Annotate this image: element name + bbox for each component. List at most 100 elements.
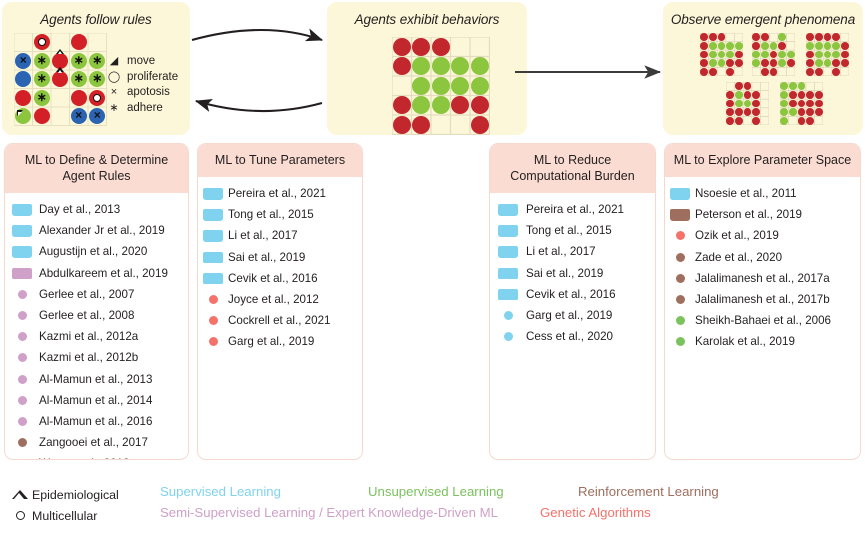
figure-legend: Epidemiological Multicellular Supervised… [0,484,865,534]
reference-item: Joyce et al., 2012 [198,289,362,310]
reference-item: Garg et al., 2019 [198,331,362,352]
rule-label: adhere [127,101,163,114]
adhere-icon: ∗ [92,71,103,86]
agent-cell [780,82,789,91]
ml-type-legend-item: Semi-Supervised Learning / Expert Knowle… [160,505,498,520]
epidemiological-marker-icon [12,246,32,258]
agent-cell [752,99,760,108]
agent-cell: × [89,108,106,125]
agent-cell [700,42,709,50]
agent-cell [734,42,743,50]
reference-item: Tong et al., 2015 [198,204,362,225]
agent-cell [700,59,709,67]
agent-cell: ∗ [33,71,50,88]
agent-cell [392,57,411,76]
agent-cell [392,37,411,56]
agent-cell: ∗ [33,52,50,69]
reference-item: Jalalimanesh et al., 2017b [665,289,860,310]
agent-cell: × [70,108,87,125]
agent-cell [797,82,806,91]
multicellular-marker-icon [17,395,27,405]
reference-label: Li et al., 2017 [526,245,596,259]
reference-item: Cess et al., 2020 [490,326,655,347]
epidemiological-marker-icon [203,209,223,221]
reference-label: Wang et al., 2018 [39,457,129,459]
agent-cell: ∗ [33,89,50,106]
agent-cell [815,33,823,42]
epidemiological-marker-icon [670,209,690,221]
agent-cell [735,108,743,116]
reference-item: Li et al., 2017 [198,225,362,246]
agent-cell: ∗ [70,71,87,88]
agent-cell [823,50,832,59]
arrow-rules-to-behaviors [191,28,323,42]
agent-cell [789,91,797,99]
agent-cell [392,115,411,134]
rule-label: proliferate [127,70,179,83]
agent-cell [806,91,814,99]
agent-cell [726,91,735,99]
agent-cell [735,82,743,91]
agent-cell [789,108,797,116]
reference-item: Zade et al., 2020 [665,247,860,268]
reference-item: Al-Mamun et al., 2013 [5,369,188,390]
agent-cell [709,67,717,76]
agent-cell [815,67,823,76]
agent-rules-legend: ◢ move ◯ proliferate × apotosis ∗ adhere [107,54,178,116]
reference-label: Jalalimanesh et al., 2017a [695,271,830,285]
agent-cell [734,50,743,59]
reference-label: Jalalimanesh et al., 2017b [695,293,830,307]
reference-label: Zade et al., 2020 [695,250,783,264]
agent-cell [752,59,761,67]
reference-item: Al-Mamun et al., 2016 [5,411,188,432]
refbox-define-determine-agent-rules: ML to Define & Determine Agent Rules Day… [4,143,189,460]
apotosis-icon: × [75,108,83,123]
agent-cell [840,50,849,59]
reference-label: Day et al., 2013 [39,203,121,217]
multicellular-marker-icon [17,332,27,342]
reference-label: Tong et al., 2015 [228,208,314,222]
agent-cell [431,57,450,76]
agent-cell [840,42,849,50]
agent-cell [815,50,823,59]
reference-item: Kazmi et al., 2012b [5,347,188,368]
reference-label: Sheikh-Bahaei et al., 2006 [695,314,832,328]
agent-cell [700,67,709,76]
agent-cell [709,42,717,50]
ml-type-legend-item: Genetic Algorithms [540,505,651,520]
agent-cell [726,42,734,50]
agent-cell [832,67,840,76]
reference-label: Pereira et al., 2021 [526,203,624,217]
reference-label: Sai et al., 2019 [228,250,306,264]
multicellular-marker-icon [675,316,685,326]
reference-label: Zangooei et al., 2017 [39,436,148,450]
refbox-tune-parameters: ML to Tune Parameters Pereira et al., 20… [197,143,363,460]
agent-cell [700,50,709,59]
agent-cell [786,50,795,59]
agent-cell [709,59,717,67]
multicellular-marker-icon [17,416,27,426]
agent-cell [761,67,769,76]
agent-cell [752,50,761,59]
reference-item: Jalalimanesh et al., 2017a [665,268,860,289]
reference-label: Cevik et al., 2016 [526,287,616,301]
agent-cell [797,99,806,108]
multicellular-marker-icon [675,273,685,283]
agent-cell [33,108,50,125]
agent-cell [70,89,87,106]
agent-cell: ∗ [70,52,87,69]
agent-cell [412,76,431,95]
agent-cell [451,96,470,115]
agent-cell [778,42,786,50]
reference-label: Sai et al., 2019 [526,266,604,280]
agent-cell [412,115,431,134]
refbox-title: ML to Reduce Computational Burden [490,144,655,193]
agent-cell [717,50,726,59]
rule-item-move: ◢ move [107,54,178,70]
rule-item-apotosis: × apotosis [107,85,178,101]
reference-item: Gerlee et al., 2007 [5,284,188,305]
reference-label: Tong et al., 2015 [526,224,612,238]
agent-cell [797,108,806,116]
agent-cell [89,89,106,106]
